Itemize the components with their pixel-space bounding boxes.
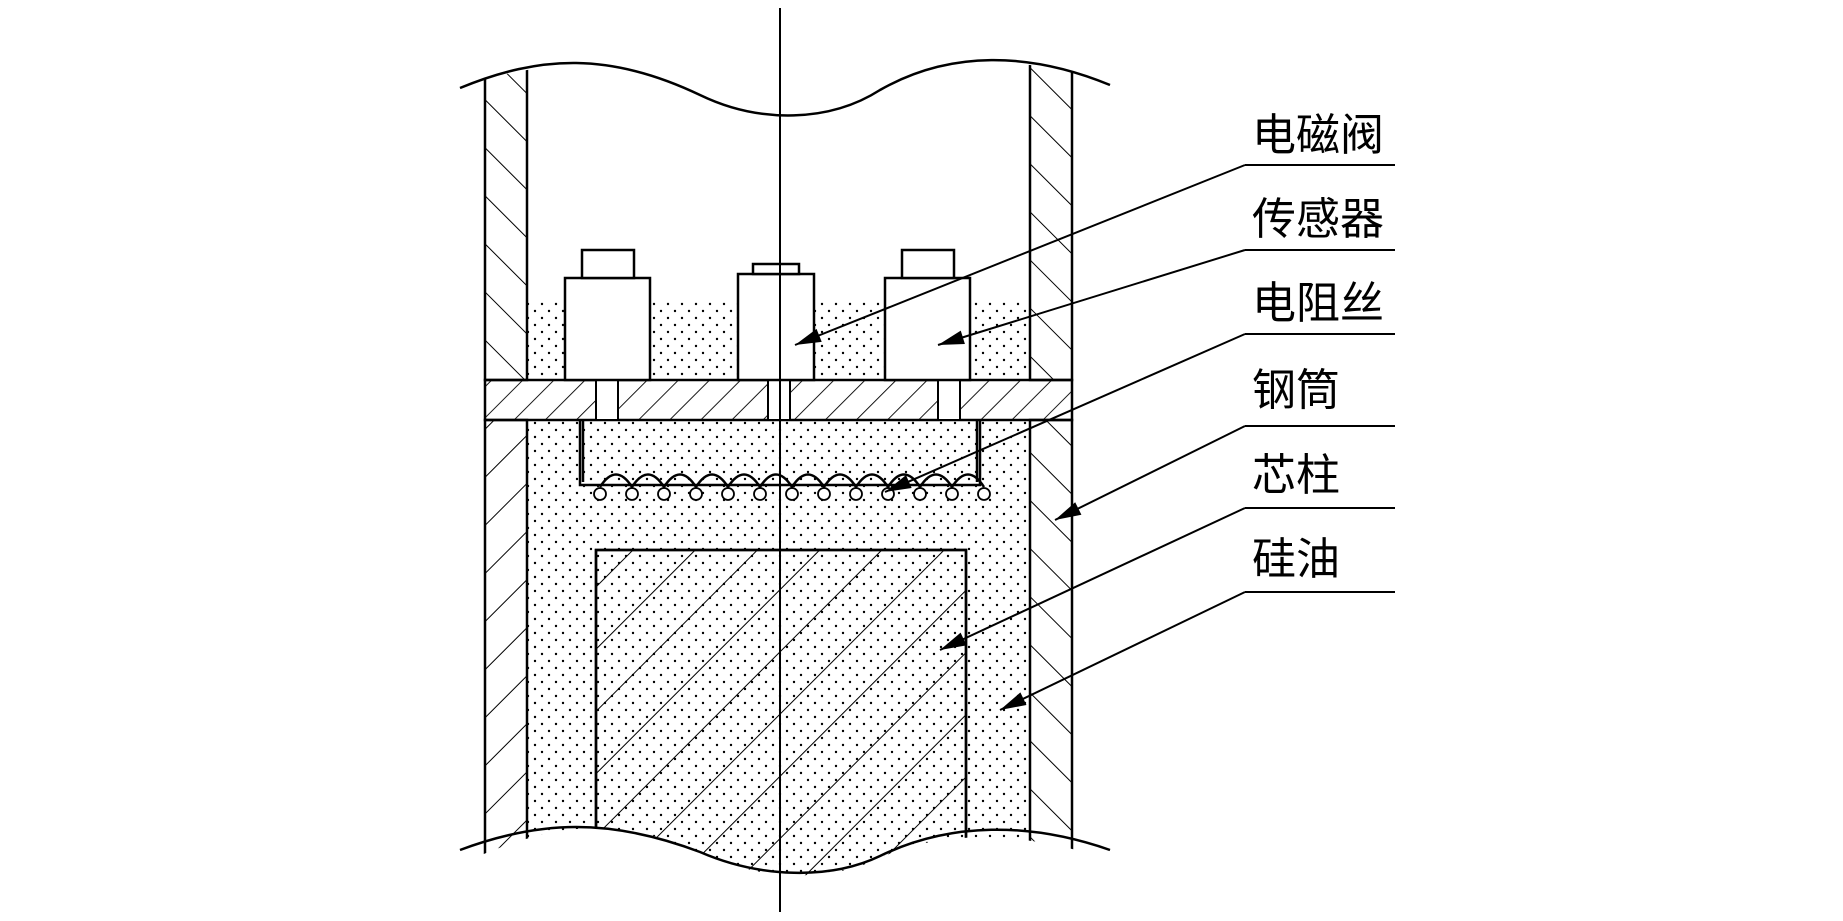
label-heating-wire: 电阻丝 [1252, 278, 1384, 329]
sensor-component [883, 248, 972, 382]
leader-heating-wire [884, 333, 1246, 493]
leader-heating-wire-arrowhead [885, 475, 912, 492]
label-silicone-oil: 硅油 [1252, 534, 1340, 585]
coil-loop [977, 487, 991, 501]
leader-sensor [937, 249, 1246, 346]
leader-solenoid-valve [794, 164, 1246, 346]
solenoid-valve-component [736, 262, 816, 382]
leader-lines [794, 164, 1246, 711]
coil-loop [753, 487, 767, 501]
left-wall-lower [483, 418, 529, 876]
coil-loop [785, 487, 799, 501]
leader-core-column-arrowhead [940, 632, 967, 650]
leader-solenoid-valve-arrowhead [795, 328, 822, 345]
coil-loop [689, 487, 703, 501]
coil-loop [721, 487, 735, 501]
left-component [563, 248, 652, 382]
leader-core-column [939, 507, 1246, 651]
coil-loop [945, 487, 959, 501]
coil-loop [593, 487, 607, 501]
leader-steel-cylinder-arrowhead [1055, 502, 1082, 520]
coil-loop [625, 487, 639, 501]
left-wall-upper [483, 62, 529, 382]
label-solenoid-valve: 电磁阀 [1252, 110, 1384, 161]
right-wall-lower [1028, 418, 1074, 876]
right-wall-upper [1028, 62, 1074, 382]
label-sensor: 传感器 [1252, 194, 1384, 245]
label-steel-cylinder: 钢筒 [1252, 365, 1340, 416]
coil-loop [817, 487, 831, 501]
coil-loop [849, 487, 863, 501]
bottom-break-line [459, 825, 1111, 874]
leader-silicone-oil [999, 591, 1246, 711]
label-underlines [1245, 164, 1395, 593]
leader-silicone-oil-arrowhead [1000, 692, 1027, 710]
leader-steel-cylinder [1054, 425, 1246, 521]
top-break-line [459, 58, 1111, 117]
coil-loop [913, 487, 927, 501]
leader-sensor-arrowhead [938, 330, 965, 345]
coil-loop [657, 487, 671, 501]
label-core-column: 芯柱 [1252, 450, 1340, 501]
